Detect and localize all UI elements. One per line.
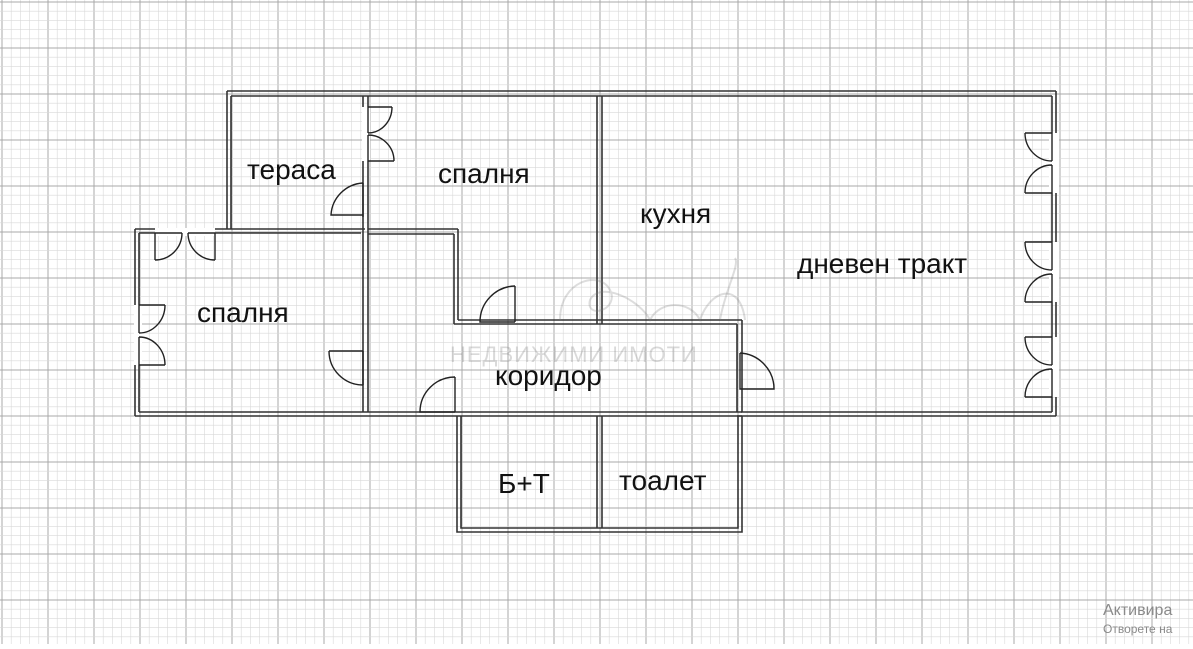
- door-bedroom-top: [479, 285, 516, 323]
- wall-bath-toilet: [596, 416, 603, 528]
- door-swings: [138, 106, 1053, 413]
- door-bedroom-top-window-2: [367, 134, 395, 162]
- room-label-bedroom-left: спалня: [197, 297, 289, 328]
- room-label-kitchen: кухня: [640, 198, 712, 229]
- window-top-left-a: [154, 232, 183, 261]
- wall-terrace-left: [226, 91, 232, 229]
- window-gap-top-left: [155, 228, 215, 236]
- window-gap-right-2: [1049, 242, 1059, 302]
- room-label-bedroom-top: спалня: [438, 158, 530, 189]
- window-left-top: [138, 304, 166, 334]
- door-bedroom-left: [328, 350, 364, 386]
- door-terrace: [330, 182, 364, 217]
- wall-corridor-kitchen: [454, 319, 742, 325]
- window-gap-terrace: [362, 107, 370, 161]
- window-right-3a: [1024, 336, 1053, 366]
- wall-baths-outer: [456, 416, 743, 533]
- room-label-corridor: коридор: [495, 360, 602, 391]
- wall-bottom-left: [135, 411, 457, 417]
- window-right-3b: [1024, 368, 1053, 398]
- window-left-bottom: [138, 336, 166, 366]
- room-label-toilet: тоалет: [619, 465, 707, 496]
- door-bedroom-top-window: [367, 106, 393, 134]
- watermark-text: НЕДВИЖИМИ ИМОТИ: [450, 342, 698, 367]
- activation-line-1: Активира: [1103, 602, 1173, 619]
- windows-activation-notice: Активира Отворете на: [1103, 602, 1193, 636]
- window-gap-right-3: [1049, 337, 1059, 397]
- activation-line-2: Отворете на: [1103, 622, 1173, 636]
- window-right-1b: [1024, 164, 1053, 194]
- wall-baths-top: [457, 411, 742, 417]
- wall-corridor-top: [368, 228, 458, 235]
- wall-corridor-stub: [453, 229, 459, 324]
- room-label-terrace: тераса: [247, 154, 336, 185]
- window-right-2a: [1024, 241, 1053, 271]
- room-label-living: дневен тракт: [797, 248, 968, 279]
- room-label-bath: Б+Т: [498, 468, 550, 499]
- window-right-2b: [1024, 273, 1053, 303]
- window-gap-left: [134, 305, 142, 365]
- wall-bottom-right: [737, 411, 1056, 417]
- watermark-logo: [559, 257, 746, 323]
- window-openings: [134, 107, 1059, 397]
- wall-bedroom-kitchen: [596, 96, 603, 324]
- window-gap-right-1: [1049, 133, 1059, 193]
- window-top-left-b: [187, 232, 216, 261]
- door-kitchen: [739, 352, 775, 390]
- window-right-1a: [1024, 132, 1053, 162]
- door-corridor-left: [419, 376, 456, 413]
- wall-corridor-right: [736, 320, 743, 412]
